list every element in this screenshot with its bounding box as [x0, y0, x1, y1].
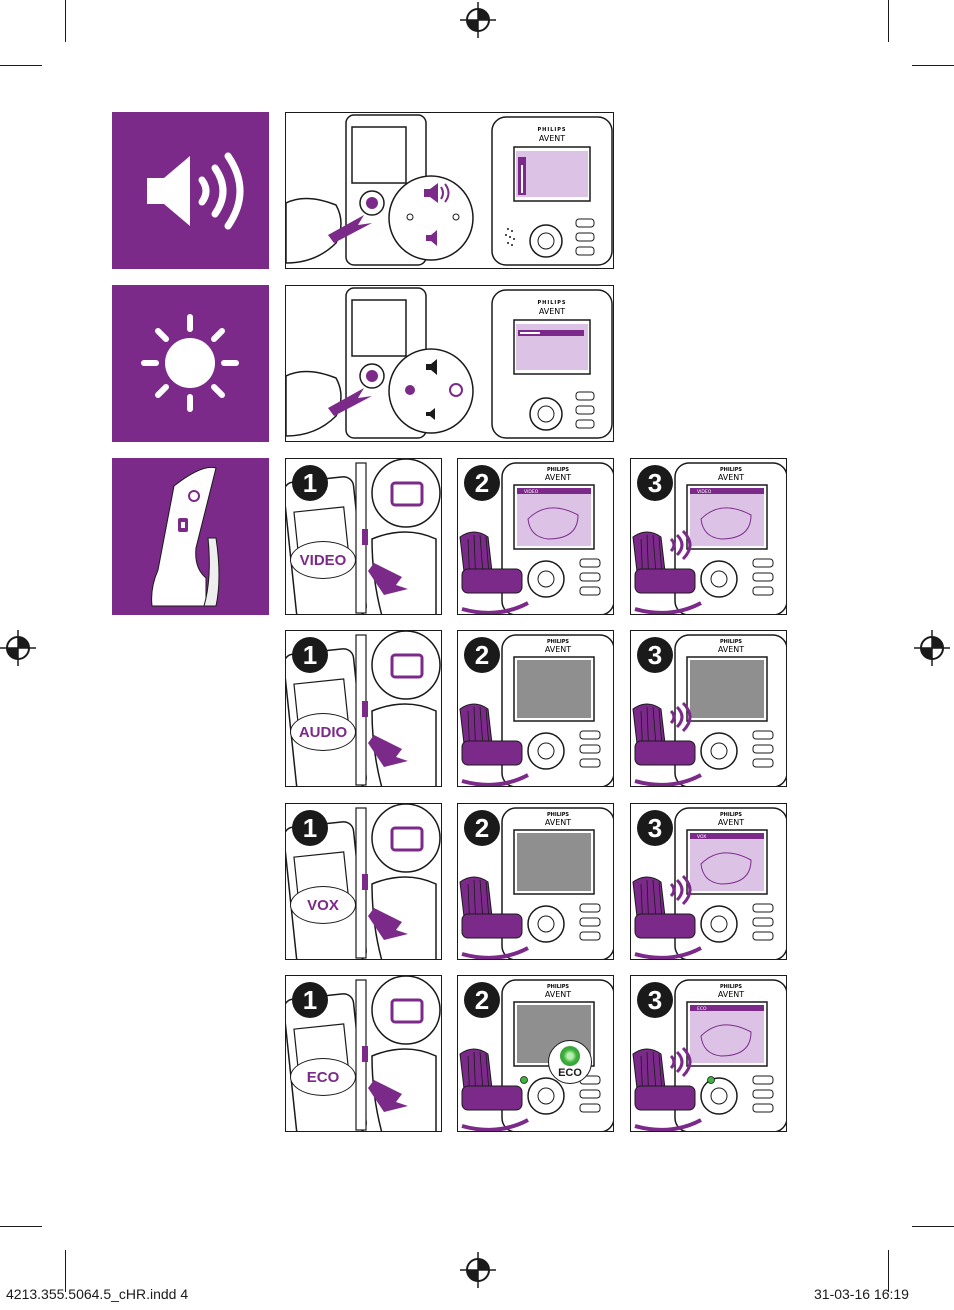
footer-date: 31-03-16 16:19: [814, 1286, 909, 1302]
crop-mark: [65, 0, 66, 42]
registration-mark-left: [0, 630, 36, 666]
brand-philips: PHILIPS: [547, 812, 569, 818]
brand-avent: AVENT: [539, 134, 565, 143]
brand-philips: PHILIPS: [547, 639, 569, 645]
crop-mark: [912, 1226, 954, 1227]
brand-philips: PHILIPS: [720, 984, 742, 990]
step-number: 1: [292, 465, 328, 501]
step-panel: PHILIPS AVENT ECO: [630, 975, 787, 1132]
brand-avent: AVENT: [545, 473, 571, 482]
crop-mark: [0, 1226, 42, 1227]
brand-philips: PHILIPS: [537, 300, 566, 306]
eco-label: ECO: [558, 1066, 582, 1079]
brand-avent: AVENT: [718, 818, 744, 827]
volume-tile: [112, 112, 269, 269]
mode-label: VOX: [290, 886, 356, 924]
mode-label: AUDIO: [290, 713, 356, 751]
step-panel: PHILIPS AVENT 3: [630, 630, 787, 787]
brightness-adjust-panel: PHILIPS AVENT: [285, 285, 614, 442]
volume-adjust-panel: PHILIPS AVENT: [285, 112, 614, 269]
brightness-icon: [141, 314, 239, 412]
mode-label: ECO: [290, 1058, 356, 1096]
crop-mark: [0, 65, 42, 66]
step-number: 2: [464, 982, 500, 1018]
brand-avent: AVENT: [718, 990, 744, 999]
brightness-tile: [112, 285, 269, 442]
step-panel: PHILIPS AVENT VIDEO: [457, 458, 614, 615]
step-number: 2: [464, 637, 500, 673]
eco-indicator-bubble: ECO: [548, 1040, 592, 1084]
step-number: 3: [637, 465, 673, 501]
brand-philips: PHILIPS: [537, 127, 566, 133]
registration-mark-right: [914, 630, 950, 666]
brand-avent: AVENT: [539, 307, 565, 316]
step-number: 3: [637, 982, 673, 1018]
step-panel: PHILIPS AVENT VIDEO: [630, 458, 787, 615]
step-panel: PHILIPS AVENT VOX: [630, 803, 787, 960]
registration-mark-bottom: [460, 1252, 496, 1288]
step-panel: PHILIPS AVENT 2: [457, 803, 614, 960]
step-number: 1: [292, 637, 328, 673]
screen-mode-text: ECO: [697, 1006, 707, 1012]
step-panel: PHILIPS AVENT 2: [457, 630, 614, 787]
crop-mark: [912, 65, 954, 66]
brand-philips: PHILIPS: [720, 639, 742, 645]
step-number: 1: [292, 810, 328, 846]
registration-mark-top: [460, 2, 496, 38]
screen-mode-text: VOX: [697, 834, 706, 840]
volume-icon: [147, 152, 244, 230]
brand-avent: AVENT: [545, 818, 571, 827]
footer-file-info: 4213.355.5064.5_cHR.indd 4: [6, 1286, 189, 1302]
mode-tile: [112, 458, 269, 615]
step-number: 1: [292, 982, 328, 1018]
brand-philips: PHILIPS: [547, 984, 569, 990]
brand-avent: AVENT: [718, 645, 744, 654]
screen-mode-text: VIDEO: [524, 489, 539, 495]
brand-avent: AVENT: [545, 645, 571, 654]
brand-philips: PHILIPS: [547, 467, 569, 473]
screen-mode-text: VIDEO: [697, 489, 712, 495]
eco-led-icon: [560, 1045, 580, 1066]
crop-mark: [65, 1250, 66, 1292]
step-number: 2: [464, 465, 500, 501]
step-number: 3: [637, 810, 673, 846]
crop-mark: [888, 1250, 889, 1292]
crop-mark: [888, 0, 889, 42]
brand-avent: AVENT: [718, 473, 744, 482]
step-number: 3: [637, 637, 673, 673]
brand-philips: PHILIPS: [720, 467, 742, 473]
mode-label: VIDEO: [290, 541, 356, 579]
parent-unit-side-icon: [151, 466, 220, 607]
brand-philips: PHILIPS: [720, 812, 742, 818]
step-number: 2: [464, 810, 500, 846]
brand-avent: AVENT: [545, 990, 571, 999]
